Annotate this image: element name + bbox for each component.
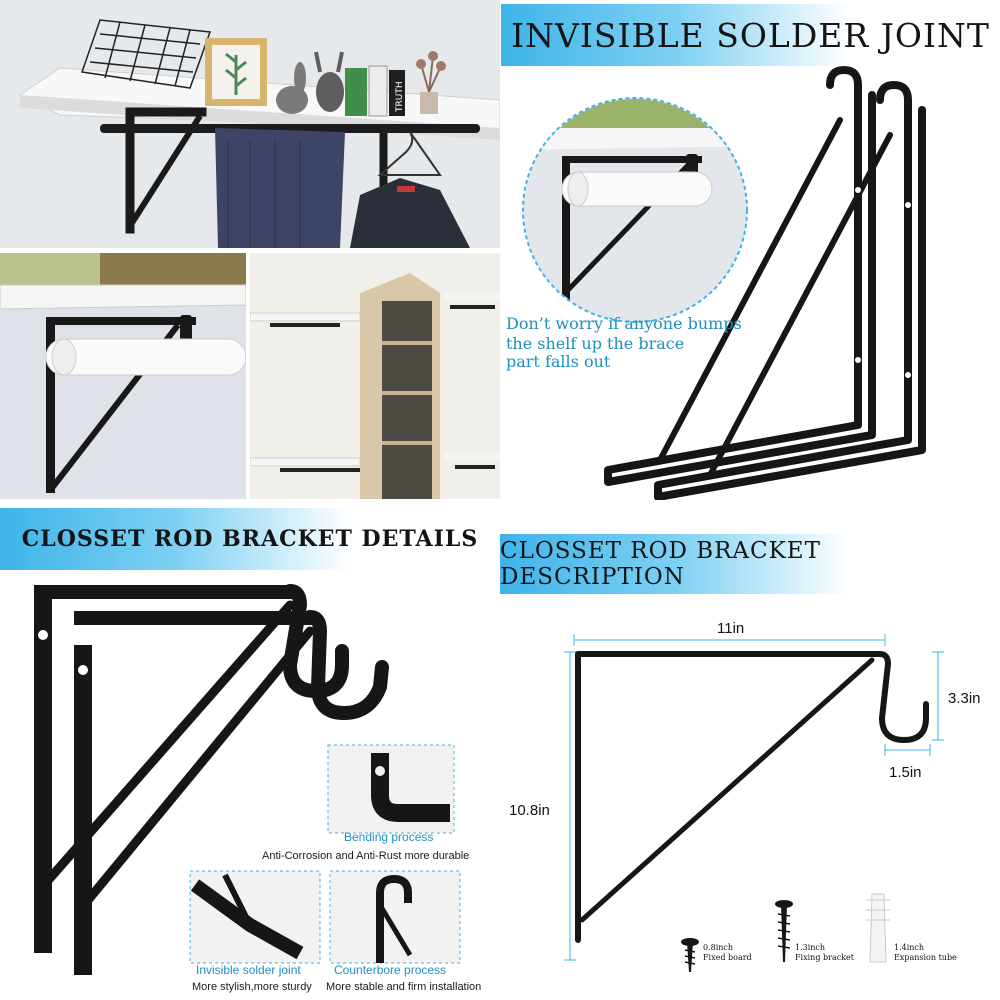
- banner-bracket-details: CLOSSET ROD BRACKET DETAILS: [0, 508, 500, 570]
- details-bracket-illustration: [34, 584, 461, 975]
- hardware-size: 1.3inch: [795, 943, 826, 952]
- closet-scene-illustration: [250, 253, 500, 499]
- feature-counterbore-label: Counterbore process: [334, 963, 447, 977]
- feature-bending-desc: Anti-Corrosion and Anti-Rust more durabl…: [262, 850, 470, 862]
- bracket-closeup-photo: [0, 253, 246, 499]
- solder-bracket-illustration: [522, 66, 926, 500]
- dimension-height-label: 10.8in: [509, 802, 550, 819]
- solder-caption-line-1: Don’t worry if anyone bumps: [506, 314, 742, 333]
- banner-title: CLOSSET ROD BRACKET DETAILS: [21, 526, 479, 552]
- dimension-bracket-illustration: [564, 634, 944, 972]
- feature-solder-label: Invisible solder joint: [196, 963, 301, 977]
- closeup-scene-illustration: [0, 253, 246, 499]
- solder-caption-line-3: part falls out: [506, 352, 611, 371]
- hardware-size: 0.8inch: [703, 943, 734, 952]
- book-spine-text: TRUTH: [395, 81, 405, 113]
- shelf-scene-illustration: TRUTH: [0, 0, 500, 248]
- hardware-name: Fixed board: [703, 953, 752, 962]
- dimension-width-label: 11in: [717, 620, 745, 637]
- hardware-expansion-tube-label: 1.4inch Expansion tube: [894, 943, 957, 963]
- feature-bending-label: Bending process: [344, 830, 434, 844]
- dimension-hook-width-label: 1.5in: [889, 764, 922, 781]
- feature-solder-desc: More stylish,more sturdy: [192, 981, 312, 993]
- banner-invisible-solder-joint: INVISIBLE SOLDER JOINT: [501, 4, 1000, 66]
- banner-title: CLOSSET ROD BRACKET DESCRIPTION: [500, 538, 821, 590]
- solder-caption-line-2: the shelf up the brace: [506, 334, 685, 353]
- hardware-name: Fixing bracket: [795, 953, 854, 962]
- counterbore-box: [329, 870, 461, 964]
- hardware-name: Expansion tube: [894, 953, 957, 962]
- hardware-size: 1.4inch: [894, 943, 925, 952]
- banner-bracket-description: CLOSSET ROD BRACKET DESCRIPTION: [500, 534, 1000, 594]
- dimension-hook-height-label: 3.3in: [948, 690, 981, 707]
- hardware-screw-small-label: 0.8inch Fixed board: [703, 943, 752, 963]
- closet-install-photo: [250, 253, 500, 499]
- feature-counterbore-desc: More stable and firm installation: [326, 981, 482, 993]
- banner-title: INVISIBLE SOLDER JOINT: [511, 15, 990, 55]
- hardware-screw-large-label: 1.3inch Fixing bracket: [795, 943, 854, 963]
- shelf-photo-main: TRUTH: [0, 0, 500, 248]
- wire-basket-icon: [80, 19, 212, 89]
